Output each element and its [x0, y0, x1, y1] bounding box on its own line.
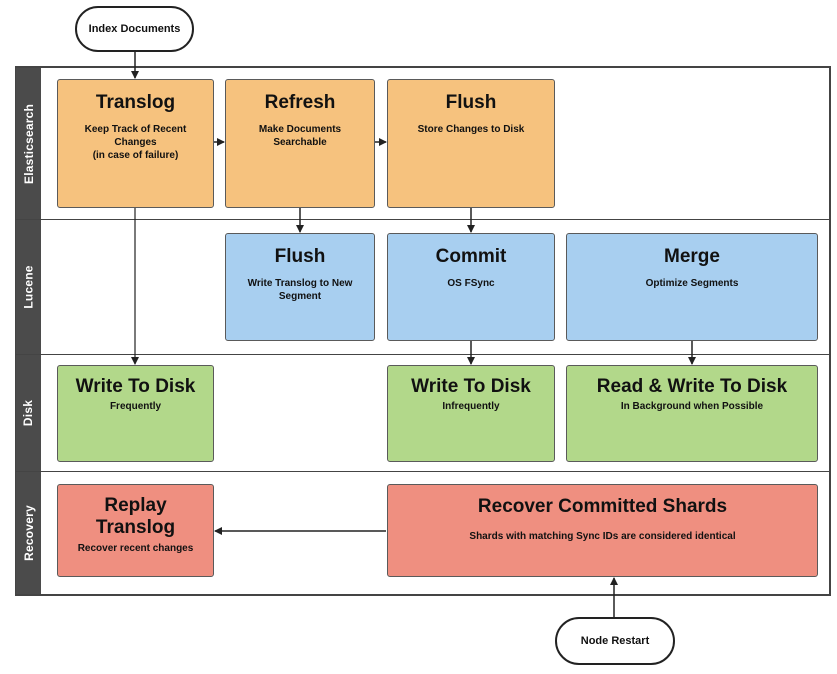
lane-divider [15, 471, 831, 472]
write-frequently-description: Frequently [109, 401, 162, 412]
node-restart-terminal: Node Restart [555, 617, 675, 665]
read-write-title: Read & Write To Disk [596, 376, 788, 397]
commit-description: OS FSync [388, 277, 554, 290]
recover-shards-box: Recover Committed Shards Shards with mat… [387, 484, 818, 577]
read-write-box: Read & Write To Disk In Background when … [566, 365, 818, 462]
merge-title: Merge [664, 246, 720, 267]
refresh-box: Refresh Make Documents Searchable [225, 79, 375, 208]
lucene-flush-desc-line: Segment [278, 291, 322, 302]
read-write-description: In Background when Possible [620, 401, 764, 412]
merge-description: Optimize Segments [567, 277, 817, 290]
lucene-flush-desc-line: Write Translog to New [247, 278, 353, 289]
refresh-description: Make Documents Searchable [226, 123, 374, 149]
translog-box: Translog Keep Track of Recent Changes (i… [57, 79, 214, 208]
commit-box: Commit OS FSync [387, 233, 555, 341]
translog-description: Keep Track of Recent Changes (in case of… [58, 123, 213, 162]
translog-desc-line: (in case of failure) [92, 150, 179, 161]
node-restart-label: Node Restart [580, 635, 650, 647]
index-documents-label: Index Documents [88, 23, 181, 35]
lucene-flush-title: Flush [274, 246, 326, 267]
commit-desc-line: OS FSync [447, 278, 495, 289]
replay-title: Replay Translog [58, 495, 213, 539]
replay-title-line: Translog [95, 517, 176, 538]
write-infrequently-title: Write To Disk [411, 376, 531, 397]
index-documents-terminal: Index Documents [75, 6, 194, 52]
es-flush-description: Store Changes to Disk [388, 123, 554, 136]
write-infrequently-box: Write To Disk Infrequently [387, 365, 555, 462]
refresh-title: Refresh [264, 92, 336, 113]
merge-desc-line: Optimize Segments [645, 278, 739, 289]
translog-desc-line: Keep Track of Recent [84, 124, 187, 135]
es-flush-desc-line: Store Changes to Disk [417, 124, 525, 135]
lucene-flush-description: Write Translog to New Segment [226, 277, 374, 303]
refresh-desc-line: Make Documents [258, 124, 342, 135]
recover-shards-title: Recover Committed Shards [477, 496, 728, 517]
lucene-flush-box: Flush Write Translog to New Segment [225, 233, 375, 341]
replay-translog-box: Replay Translog Recover recent changes [57, 484, 214, 577]
translog-desc-line: Changes [114, 137, 157, 148]
lane-label-elasticsearch: Elasticsearch [16, 68, 41, 219]
translog-title: Translog [95, 92, 176, 113]
write-infrequently-description: Infrequently [442, 401, 500, 412]
es-flush-box: Flush Store Changes to Disk [387, 79, 555, 208]
replay-title-line: Replay [104, 495, 167, 516]
lane-label-recovery: Recovery [16, 472, 41, 594]
write-frequently-box: Write To Disk Frequently [57, 365, 214, 462]
merge-box: Merge Optimize Segments [566, 233, 818, 341]
commit-title: Commit [435, 246, 507, 267]
replay-description: Recover recent changes [77, 543, 194, 554]
recover-shards-description: Shards with matching Sync IDs are consid… [469, 531, 736, 542]
lane-label-disk: Disk [16, 355, 41, 471]
lane-divider [15, 219, 831, 220]
write-frequently-title: Write To Disk [75, 376, 196, 397]
es-flush-title: Flush [445, 92, 497, 113]
lane-label-lucene: Lucene [16, 220, 41, 354]
lane-divider [15, 354, 831, 355]
refresh-desc-line: Searchable [273, 137, 327, 148]
